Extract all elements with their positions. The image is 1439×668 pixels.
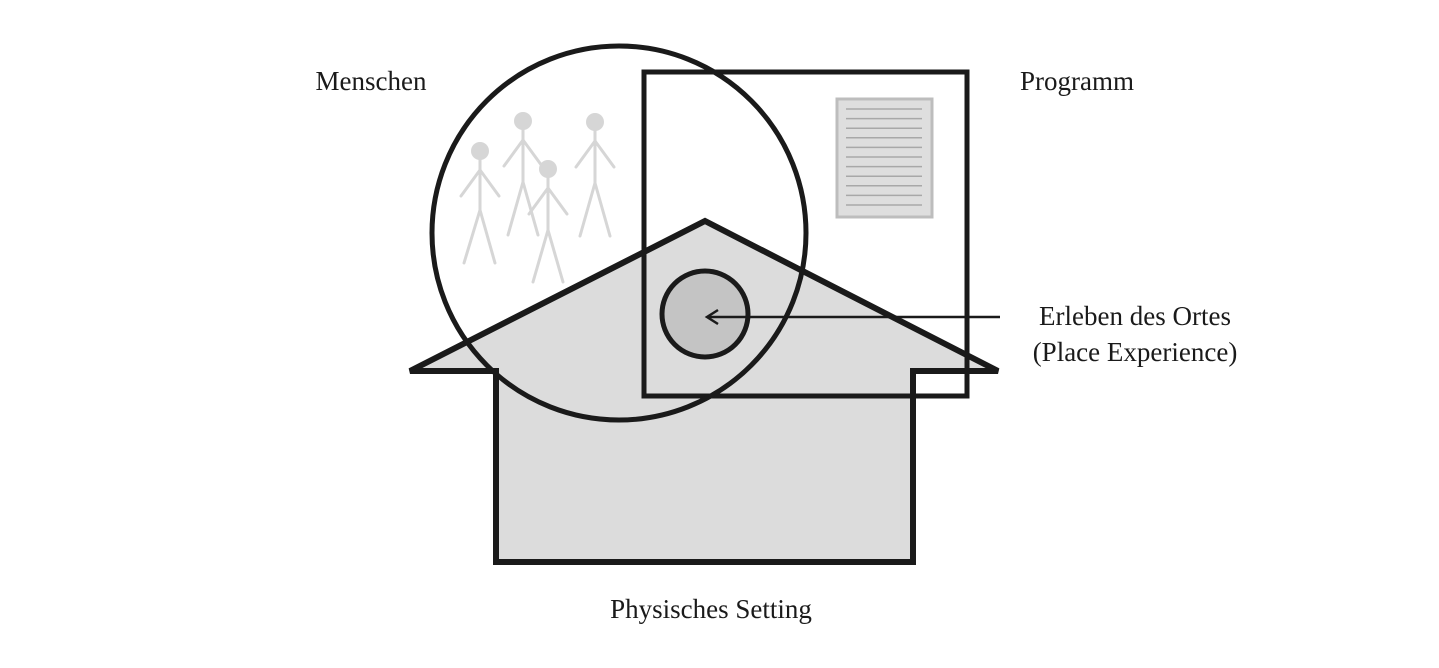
place-experience-sublabel: (Place Experience): [1033, 337, 1238, 367]
document-icon: [835, 97, 934, 219]
stick-figure: [574, 113, 616, 238]
place-experience-label: Erleben des Ortes: [1039, 301, 1231, 331]
physical-setting-label: Physisches Setting: [610, 594, 812, 624]
people-circle: [429, 43, 809, 423]
stick-figure: [502, 112, 544, 237]
stick-figure: [459, 142, 501, 265]
people-label: Menschen: [316, 66, 427, 96]
pointer-arrow: [704, 308, 1000, 326]
filled-circle-icon: [659, 268, 751, 360]
program-label: Programm: [1020, 66, 1134, 96]
program-rectangle: [641, 69, 970, 399]
house-icon: [408, 217, 1000, 565]
stick-figures-icon: [459, 112, 616, 284]
stick-figure: [527, 160, 569, 284]
